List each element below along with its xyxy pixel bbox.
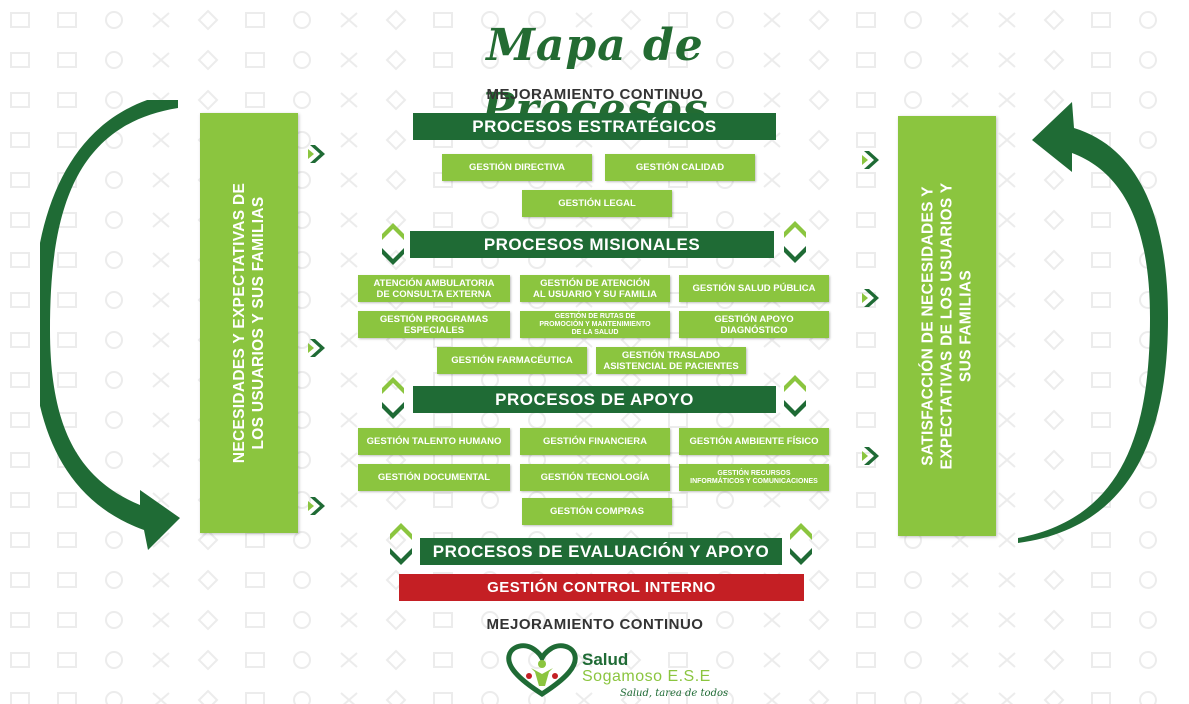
- mejoramiento-bottom-label: MEJORAMIENTO CONTINUO: [486, 616, 704, 633]
- box-line: GESTIÓN FARMACÉUTICA: [451, 355, 573, 366]
- box-line: DE CONSULTA EXTERNA: [376, 288, 492, 300]
- box-line: DE LA SALUD: [571, 328, 619, 336]
- header-procesos-apoyo: PROCESOS DE APOYO: [413, 386, 776, 413]
- box-line: GESTIÓN AMBIENTE FÍSICO: [689, 436, 819, 447]
- chevron-right-icon: [862, 151, 879, 169]
- header-procesos-estrategicos: PROCESOS ESTRATÉGICOS: [413, 113, 776, 140]
- box-line: GESTIÓN RECURSOS: [717, 469, 791, 477]
- up-down-chevrons-icon: [790, 523, 812, 565]
- box-gestion-documental[interactable]: GESTIÓN DOCUMENTAL: [358, 464, 510, 491]
- box-line: GESTIÓN TECNOLOGÍA: [540, 472, 650, 483]
- box-gestion-farmaceutica[interactable]: GESTIÓN FARMACÉUTICA: [437, 347, 587, 374]
- chevron-right-icon: [308, 339, 325, 357]
- box-gestion-legal[interactable]: GESTIÓN LEGAL: [522, 190, 672, 217]
- right-panel-line3: SUS FAMILIAS: [957, 269, 975, 383]
- left-panel-needs: NECESIDADES Y EXPECTATIVAS DE LOS USUARI…: [200, 113, 298, 533]
- box-line: ATENCIÓN AMBULATORIA: [373, 277, 495, 289]
- right-cycle-arrow-icon: [1018, 102, 1168, 543]
- mejoramiento-top-label: MEJORAMIENTO CONTINUO: [486, 86, 704, 103]
- box-gestion-control-interno[interactable]: GESTIÓN CONTROL INTERNO: [399, 574, 804, 601]
- left-panel-text: NECESIDADES Y EXPECTATIVAS DE LOS USUARI…: [230, 183, 268, 463]
- page-title: Mapa de Procesos: [481, 20, 709, 135]
- box-line: GESTIÓN TRASLADO: [621, 349, 721, 361]
- box-line: ASISTENCIAL DE PACIENTES: [603, 360, 739, 372]
- box-gestion-directiva[interactable]: GESTIÓN DIRECTIVA: [442, 154, 592, 181]
- box-line: GESTIÓN DE RUTAS DE: [554, 312, 636, 320]
- box-line: GESTIÓN COMPRAS: [550, 506, 644, 517]
- box-gestion-ambiente-fisico[interactable]: GESTIÓN AMBIENTE FÍSICO: [679, 428, 829, 455]
- box-line: GESTIÓN DOCUMENTAL: [377, 472, 491, 483]
- logo-name: Salud: [582, 650, 629, 669]
- box-gestion-talento-humano[interactable]: GESTIÓN TALENTO HUMANO: [358, 428, 510, 455]
- up-down-chevrons-icon: [382, 377, 404, 419]
- chevron-right-icon: [308, 145, 325, 163]
- box-line: GESTIÓN PROGRAMAS: [379, 313, 489, 325]
- up-down-chevrons-icon: [390, 523, 412, 565]
- left-panel-line1: NECESIDADES Y EXPECTATIVAS DE: [231, 182, 248, 464]
- box-gestion-calidad[interactable]: GESTIÓN CALIDAD: [605, 154, 755, 181]
- left-panel-line2: LOS USUARIOS Y SUS FAMILIAS: [250, 196, 267, 450]
- up-down-chevrons-icon: [784, 221, 806, 263]
- heart-logo-icon: [506, 643, 578, 697]
- left-cycle-arrow-icon: [40, 100, 180, 550]
- box-line: PROMOCIÓN Y MANTENIMIENTO: [539, 320, 651, 328]
- up-down-chevrons-icon: [784, 375, 806, 417]
- right-panel-line1: SATISFACCIÓN DE NECESIDADES Y: [919, 186, 937, 466]
- box-line: GESTIÓN APOYO: [714, 313, 794, 325]
- box-line: DIAGNÓSTICO: [720, 324, 788, 336]
- box-line: ESPECIALES: [403, 324, 465, 336]
- header-procesos-evaluacion: PROCESOS DE EVALUACIÓN Y APOYO: [420, 538, 782, 565]
- box-line: GESTIÓN FINANCIERA: [543, 436, 647, 447]
- logo-tagline: Salud, tarea de todos: [620, 688, 729, 699]
- box-line: GESTIÓN TALENTO HUMANO: [366, 436, 502, 447]
- chevron-right-icon: [862, 447, 879, 465]
- box-line: INFORMÁTICOS Y COMUNICACIONES: [690, 477, 818, 485]
- right-panel-text: SATISFACCIÓN DE NECESIDADES Y EXPECTATIV…: [919, 183, 976, 470]
- up-down-chevrons-icon: [382, 223, 404, 265]
- header-procesos-misionales: PROCESOS MISIONALES: [410, 231, 774, 258]
- box-gestion-financiera[interactable]: GESTIÓN FINANCIERA: [520, 428, 670, 455]
- logo-sub: Sogamoso E.S.E: [582, 668, 711, 685]
- box-gestion-tecnologia[interactable]: GESTIÓN TECNOLOGÍA: [520, 464, 670, 491]
- box-line: AL USUARIO Y SU FAMILIA: [532, 288, 658, 300]
- right-panel-line2: EXPECTATIVAS DE LOS USUARIOS Y: [938, 182, 956, 470]
- chevron-right-icon: [862, 289, 879, 307]
- box-line: GESTIÓN DE ATENCIÓN: [540, 277, 650, 289]
- box-gestion-compras[interactable]: GESTIÓN COMPRAS: [522, 498, 672, 525]
- box-gestion-salud-publica[interactable]: GESTIÓN SALUD PÚBLICA: [679, 275, 829, 302]
- box-line: GESTIÓN SALUD PÚBLICA: [692, 283, 816, 294]
- right-panel-satisfaction: SATISFACCIÓN DE NECESIDADES Y EXPECTATIV…: [898, 116, 996, 536]
- chevron-right-icon: [308, 497, 325, 515]
